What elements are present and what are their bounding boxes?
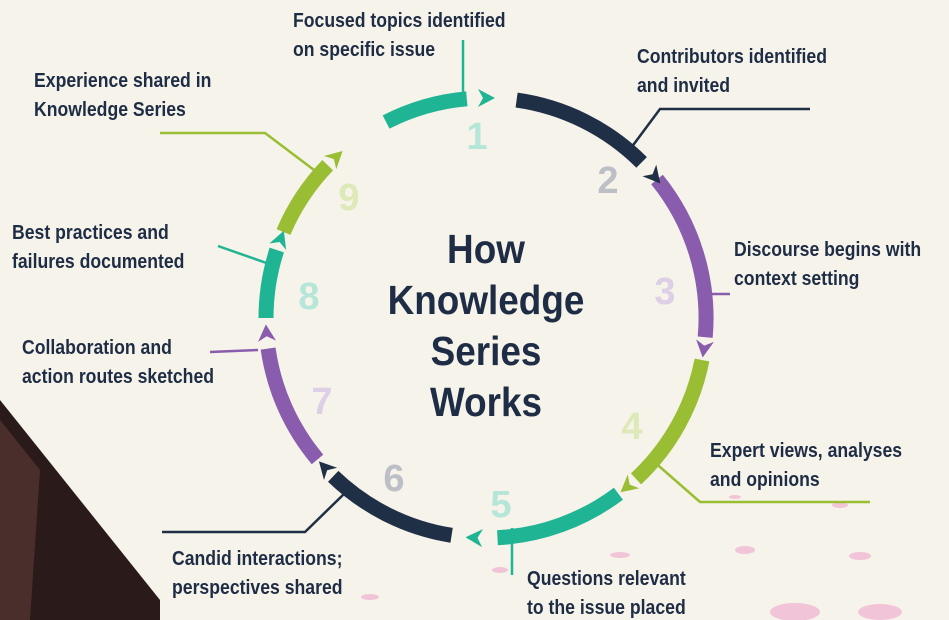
step-1-label-line-2: on specific issue — [293, 38, 436, 61]
step-9-label-line-2: Knowledge Series — [34, 98, 186, 121]
step-6-number: 6 — [383, 458, 405, 500]
step-8-label-line-1: Best practices and — [12, 221, 169, 244]
step-6-leader-line — [162, 492, 346, 534]
arrowhead-4 — [620, 474, 640, 493]
step-2-number: 2 — [597, 160, 619, 202]
step-2-label-line-1: Contributors identified — [637, 45, 828, 68]
step-9-leader-line — [160, 131, 319, 174]
decor-dot-5 — [610, 552, 630, 558]
step-2-label: Contributors identified and invited — [637, 42, 827, 100]
step-4-label-line-1: Expert views, analyses — [710, 439, 903, 462]
step-6-label: Candid interactions; perspectives shared — [172, 544, 343, 602]
step-9-number: 9 — [338, 177, 360, 219]
step-6-arc — [327, 470, 453, 543]
step-5-label: Questions relevant to the issue placed — [527, 564, 686, 620]
arrowhead-2 — [642, 164, 661, 184]
step-2-arc — [515, 92, 647, 168]
arrowhead-8 — [269, 230, 287, 250]
step-9-arc — [276, 159, 334, 236]
decor-dot-4 — [858, 604, 902, 620]
decor-dot-8 — [361, 594, 379, 600]
decor-dot-1 — [735, 546, 755, 554]
step-1-arc — [382, 91, 468, 129]
arrowhead-3 — [696, 339, 714, 358]
step-8-label: Best practices and failures documented — [12, 218, 184, 276]
step-3-number: 3 — [654, 271, 676, 313]
step-8-number: 8 — [298, 276, 320, 318]
step-3-arc — [651, 174, 714, 338]
step-4-label: Expert views, analyses and opinions — [710, 436, 902, 494]
center-title-line-4: Works — [429, 379, 543, 425]
step-1-number: 1 — [466, 116, 488, 158]
step-4-number: 4 — [621, 406, 643, 448]
arrowhead-5 — [465, 529, 483, 548]
arrowhead-1 — [478, 89, 495, 107]
step-5-number: 5 — [490, 484, 512, 526]
decor-dot-6 — [832, 502, 848, 508]
step-3-label-line-1: Discourse begins with — [734, 238, 922, 261]
step-3-label-line-2: context setting — [734, 267, 860, 290]
step-4-leader-line — [651, 459, 870, 504]
step-8-leader-line — [217, 244, 276, 268]
step-7-label-line-1: Collaboration and — [22, 336, 172, 359]
corner-photo-shape — [0, 400, 160, 620]
decor-dot-2 — [849, 552, 871, 560]
step-5-label-line-1: Questions relevant — [527, 567, 686, 590]
decor-dot-7 — [492, 567, 508, 573]
step-6-label-line-2: perspectives shared — [172, 576, 343, 599]
step-7-label: Collaboration and action routes sketched — [22, 333, 214, 391]
step-6-label-line-1: Candid interactions; — [172, 547, 343, 570]
step-2-label-line-2: and invited — [637, 74, 731, 97]
step-7-number: 7 — [311, 381, 333, 423]
step-7-arc — [260, 347, 324, 465]
step-7-leader-line — [209, 348, 259, 354]
corner-photo-highlight — [0, 420, 40, 620]
center-title-line-1: How — [447, 226, 525, 272]
step-8-label-line-2: failures documented — [12, 250, 185, 273]
step-5-label-line-2: to the issue placed — [527, 596, 686, 619]
step-5-arc — [497, 487, 623, 546]
step-4-arc — [630, 358, 710, 485]
decor-dot-9 — [729, 495, 741, 499]
center-title-line-3: Series — [430, 328, 542, 374]
step-8-arc — [258, 247, 284, 319]
arrowhead-7 — [258, 324, 277, 342]
decor-dot-3 — [770, 603, 820, 620]
step-4-label-line-2: and opinions — [710, 468, 820, 491]
arrowhead-6 — [318, 461, 338, 480]
step-3-label: Discourse begins with context setting — [734, 235, 921, 293]
step-9-label-line-1: Experience shared in — [34, 69, 212, 92]
step-2-leader-line — [626, 107, 810, 153]
step-7-label-line-2: action routes sketched — [22, 365, 215, 388]
step-1-label-line-1: Focused topics identified — [293, 9, 506, 32]
step-1-label: Focused topics identified on specific is… — [293, 6, 506, 64]
step-9-label: Experience shared in Knowledge Series — [34, 66, 211, 124]
arrowhead-9 — [324, 150, 343, 170]
center-title: How Knowledge Series Works — [346, 224, 627, 428]
center-title-line-2: Knowledge — [387, 277, 585, 323]
